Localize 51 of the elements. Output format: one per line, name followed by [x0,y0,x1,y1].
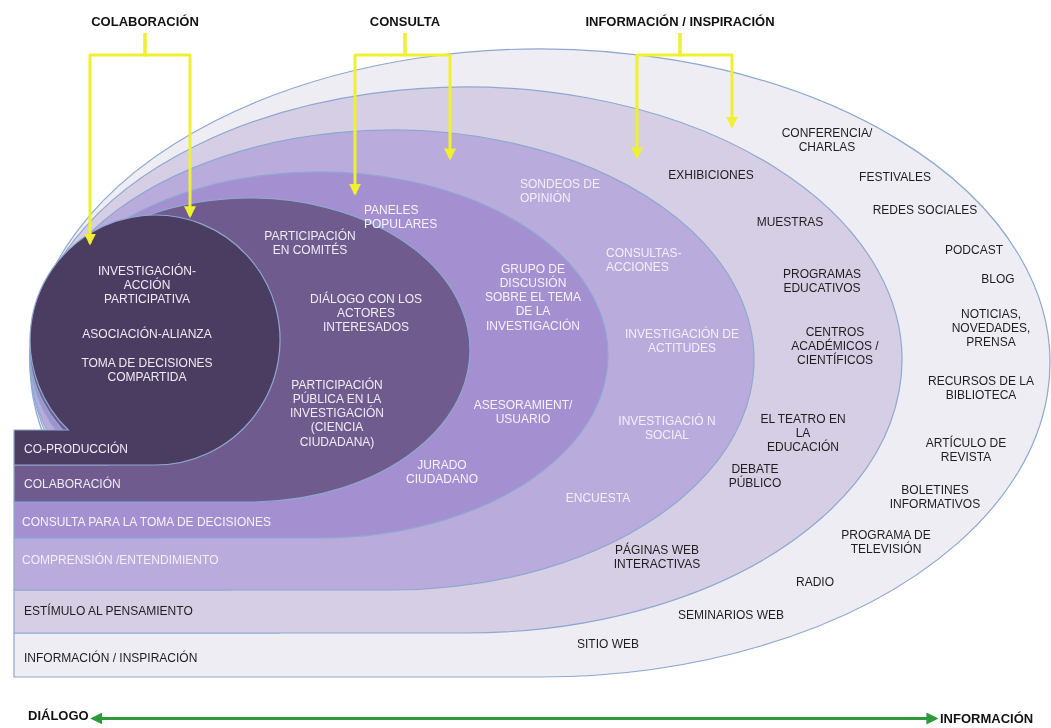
arrow [403,33,456,161]
activity-label: RADIO [795,575,835,590]
level-label: CONSULTA PARA LA TOMA DE DECISIONES [22,515,271,529]
level-label: CO-PRODUCCIÓN [24,442,128,456]
activity-label: INVESTIGACIÓN- ACCIÓN PARTICIPATIVA [97,264,197,307]
level-label: ESTÍMULO AL PENSAMIENTO [24,604,193,618]
activity-label: CENTROS ACADÉMICOS / CIENTÍFICOS [790,325,880,368]
activity-label: SITIO WEB [576,637,640,652]
activity-label: ASOCIACIÓN-ALIANZA [81,327,213,342]
activity-label: ARTÍCULO DE REVISTA [924,436,1008,465]
activity-label: PARTICIPACIÓN EN COMITÉS [263,229,357,258]
activity-label: SEMINARIOS WEB [677,608,785,623]
activity-label: BOLETINES INFORMATIVOS [888,483,982,512]
level-label: COMPRENSIÓN /ENTENDIMIENTO [22,553,219,567]
heading: INFORMACIÓN [940,711,1034,726]
activity-label: EL TEATRO EN LA EDUCACIÓN [759,412,847,455]
heading: COLABORACIÓN [91,14,199,29]
activity-label: NOTICIAS, NOVEDADES, PRENSA [950,307,1032,350]
activity-label: ENCUESTA [564,491,632,506]
activity-label: DIÁLOGO CON LOS ACTORES INTERESADOS [309,292,423,335]
level-label: INFORMACIÓN / INSPIRACIÓN [24,651,198,665]
activity-label: FESTIVALES [858,170,932,185]
activity-label: PÁGINAS WEB INTERACTIVAS [612,543,702,572]
activity-label: EXHIBICIONES [667,168,755,183]
activity-label: SONDEOS DE OPINIÓN [520,177,601,206]
activity-label: CONSULTAS- ACCIONES [606,246,683,275]
level-label: COLABORACIÓN [24,477,121,491]
activity-label: INVESTIGACIÓN DE ACTITUDES [624,327,740,356]
heading: INFORMACIÓN / INSPIRACIÓN [585,14,775,29]
activity-label: CONFERENCIA/ CHARLAS [780,126,874,155]
arrow [678,33,738,129]
activity-label: GRUPO DE DISCUSIÓN SOBRE EL TEMA DE LA INVESTIGACIÓN [484,262,582,333]
activity-label: PROGRAMAS EDUCATIVOS [782,267,862,296]
activity-label: TOMA DE DECISIONES COMPARTIDA [80,356,214,385]
activity-label: REDES SOCIALES [871,203,979,218]
activity-label: DEBATE PÚBLICO [727,462,783,491]
activity-label: INVESTIGACIÓ N SOCIAL [617,414,717,443]
activity-label: PODCAST [944,243,1004,258]
activity-label: MUESTRAS [755,215,825,230]
activity-label: PARTICIPACIÓN PÚBLICA EN LA INVESTIGACIÓN (CIENCIA CIUDADANA) [289,378,385,449]
activity-label: PANELES POPULARES [364,203,439,232]
activity-label: BLOG [980,272,1016,287]
arrow [143,33,196,219]
heading: CONSULTA [369,14,441,29]
arrow [90,712,939,725]
activity-label: PROGRAMA DE TELEVISIÓN [840,528,932,557]
layer-region [14,49,1050,677]
activity-label: RECURSOS DE LA BIBLIOTECA [927,374,1035,403]
activity-label: ASESORAMIENT/ USUARIO [472,398,574,427]
activity-label: JURADO CIUDADANO [405,458,479,487]
heading: DIÁLOGO [28,708,89,723]
